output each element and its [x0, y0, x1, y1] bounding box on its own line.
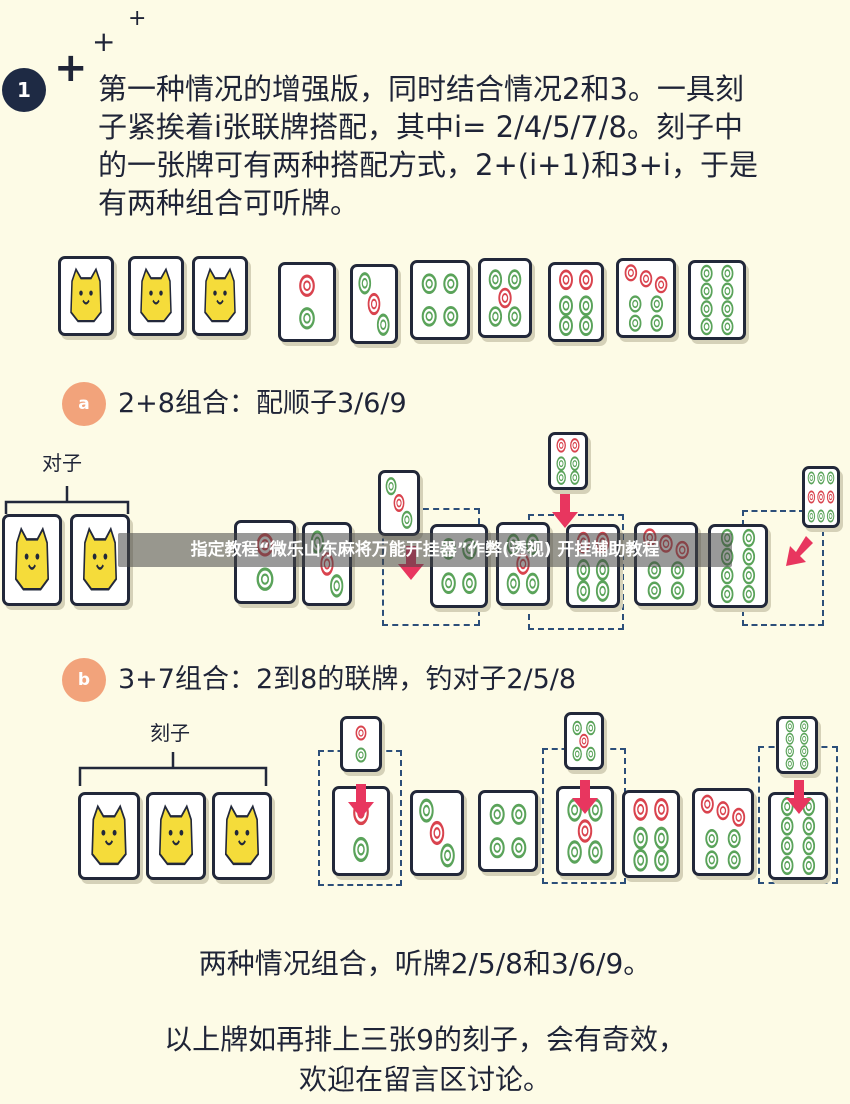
dot-pattern-icon: [700, 264, 734, 336]
tile-1-tiao: [146, 792, 206, 880]
tile-7-bing: [616, 258, 676, 338]
closing-line: 以上牌如再排上三张9的刻子，会有奇效，: [164, 1023, 686, 1056]
step-description: 第一种情况的增强版，同时结合情况2和3。一具刻子紧挨着i张联牌搭配，其中i= 2…: [98, 72, 758, 220]
closing-line: 欢迎在留言区讨论。: [298, 1063, 551, 1096]
bird-icon: [204, 267, 236, 323]
dot-pattern-icon: [700, 794, 746, 870]
dot-pattern-icon: [785, 720, 809, 770]
arrow-down-icon: [786, 780, 812, 814]
tile-1-tiao: [70, 514, 130, 606]
pair-label: 对子: [42, 451, 82, 475]
tile-6-bing: [548, 432, 588, 490]
tile-7-bing: [692, 788, 754, 876]
tile-1-tiao: [78, 792, 140, 880]
tile-3-bing: [350, 264, 398, 344]
tile-6-bing: [548, 262, 604, 342]
plus-decoration: +: [128, 6, 147, 31]
bird-icon: [82, 526, 118, 591]
dot-pattern-icon: [355, 725, 367, 763]
tile-9-bing: [802, 466, 840, 528]
dot-pattern-icon: [559, 269, 593, 336]
option-b-badge: b: [62, 658, 106, 702]
plus-decoration: +: [54, 45, 88, 91]
tile-4-bing: [410, 260, 470, 340]
dot-pattern-icon: [567, 798, 603, 864]
tile-1-tiao: [128, 256, 184, 336]
tile-5-bing: [478, 258, 532, 338]
arrow-down-left-icon: [786, 536, 813, 566]
dot-pattern-icon: [624, 264, 668, 332]
bird-icon: [140, 267, 172, 323]
option-a-title: 2+8组合：配顺子3/6/9: [118, 388, 407, 419]
option-b-title: 3+7组合：2到8的联牌，钓对子2/5/8: [118, 664, 577, 695]
tile-6-bing: [622, 790, 680, 878]
dot-pattern-icon: [807, 471, 835, 523]
option-a-badge: a: [62, 382, 106, 426]
arrow-down-icon: [348, 784, 374, 818]
dot-pattern-icon: [489, 803, 527, 859]
dot-pattern-icon: [358, 272, 390, 336]
pair-brace: [4, 480, 130, 516]
dot-pattern-icon: [780, 796, 816, 876]
tile-8-bing: [776, 716, 818, 774]
dot-pattern-icon: [421, 273, 459, 327]
tile-1-tiao: [192, 256, 248, 336]
tile-8-bing: [688, 260, 746, 340]
bird-icon: [14, 526, 50, 591]
bird-icon: [158, 804, 194, 866]
tile-5-bing: [556, 786, 614, 876]
step-number-badge: 1: [2, 68, 46, 112]
tile-1-tiao: [212, 792, 272, 880]
plus-decoration: +: [92, 25, 116, 58]
tile-3-bing: [410, 790, 464, 876]
tile-2-bing: [278, 262, 336, 342]
tile-3-bing: [378, 470, 420, 536]
dot-pattern-icon: [299, 274, 315, 330]
dot-pattern-icon: [419, 798, 455, 868]
dot-pattern-icon: [385, 477, 413, 529]
arrow-down-icon: [572, 780, 598, 814]
dot-pattern-icon: [556, 438, 580, 485]
bird-icon: [224, 804, 260, 866]
triplet-label: 刻子: [150, 721, 190, 745]
tile-4-bing: [478, 790, 538, 872]
tile-1-tiao: [58, 256, 114, 336]
dot-pattern-icon: [633, 797, 669, 872]
arrow-down-icon: [552, 494, 578, 528]
tile-2-bing: [340, 716, 382, 772]
dot-pattern-icon: [488, 269, 522, 327]
bird-icon: [91, 804, 127, 866]
tile-1-tiao: [2, 514, 62, 606]
dot-pattern-icon: [572, 720, 596, 762]
tile-5-bing: [564, 712, 604, 770]
bird-icon: [70, 267, 102, 323]
watermark-banner: 指定教程“微乐山东麻将万能开挂器”作弊(透视) 开挂辅助教程: [118, 533, 732, 567]
summary-line: 两种情况组合，听牌2/5/8和3/6/9。: [198, 947, 652, 980]
triplet-brace: [78, 748, 268, 788]
